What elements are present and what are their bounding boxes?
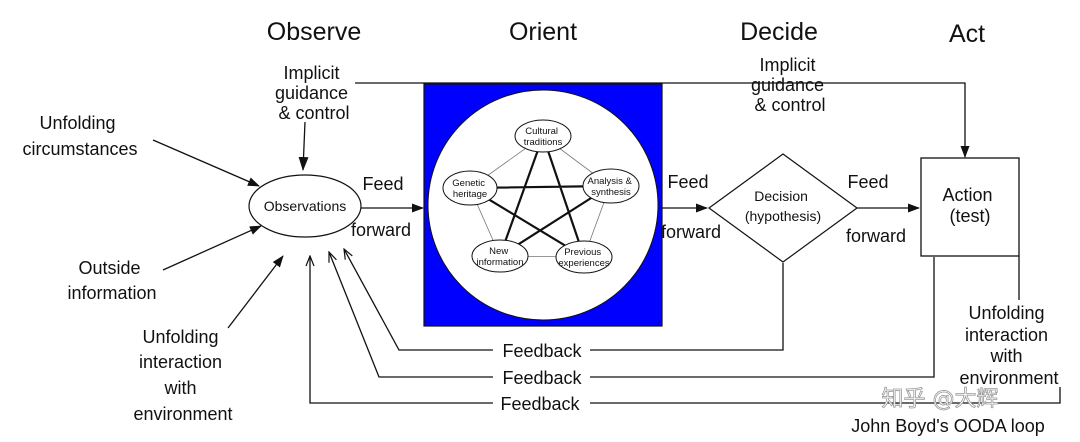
input-outside-information: Outside information [67, 258, 156, 303]
orient-node-previous [555, 240, 613, 274]
phase-decide: Decide [740, 18, 818, 46]
orient-node-genetic-label: Genetic heritage [452, 178, 487, 200]
feedback-line-3 [590, 387, 1061, 404]
input-unfolding-circumstances: Unfolding circumstances [22, 113, 137, 159]
input-arrow-outside [162, 225, 262, 271]
guidance-right-label: Implicit guidance & control [751, 55, 829, 115]
decision-label: Decision (hypothesis) [745, 188, 821, 224]
feedback-label-3: Feedback [500, 394, 580, 414]
decision-node [707, 153, 859, 263]
forward-label-1: forward [351, 220, 411, 240]
observations-node [248, 174, 362, 238]
phase-observe: Observe [267, 18, 361, 46]
orient-node-new-information [471, 239, 529, 273]
action-label: Action (test) [942, 185, 997, 226]
orient-node-cultural [514, 119, 572, 153]
feedback-label-2: Feedback [502, 368, 582, 388]
phase-act: Act [949, 20, 985, 48]
feedback-arrow-1 [344, 249, 493, 351]
forward-label-2: forward [661, 222, 721, 242]
feedback-line-1 [590, 263, 784, 351]
action-node [920, 157, 1020, 257]
guidance-left-label: Implicit guidance & control [275, 63, 353, 123]
input-unfolding-interaction: Unfolding interaction with environment [133, 327, 232, 424]
feed-label-2: Feed [667, 172, 708, 192]
feedback-arrow-2 [328, 252, 493, 378]
feed-label-3: Feed [847, 172, 888, 192]
orient-node-genetic [442, 170, 498, 206]
env-right-label: Unfolding interaction with environment [959, 303, 1058, 388]
caption: John Boyd's OODA loop [851, 416, 1045, 436]
feedback-arrow-3 [310, 256, 493, 404]
guidance-left-arrow [298, 121, 309, 171]
orient-star [468, 134, 612, 259]
orient-node-new-information-label: New information [477, 246, 524, 268]
feed-label-1: Feed [362, 174, 403, 194]
orient-node-analysis-label: Analysis & synthesis [588, 176, 635, 198]
input-arrow-interaction [227, 255, 284, 329]
watermark: 知乎 @大辉 [882, 387, 999, 412]
input-arrow-circumstances [152, 139, 260, 187]
feedback-line-2 [590, 257, 935, 378]
orient-node-analysis [582, 168, 640, 204]
forward-label-3: forward [846, 226, 906, 246]
guidance-top-line [355, 82, 970, 158]
observations-label: Observations [264, 198, 346, 214]
feedback-label-1: Feedback [502, 341, 582, 361]
orient-node-previous-label: Previous experiences [558, 247, 609, 269]
orient-node-cultural-label: Cultural traditions [524, 126, 563, 148]
phase-orient: Orient [509, 18, 577, 46]
